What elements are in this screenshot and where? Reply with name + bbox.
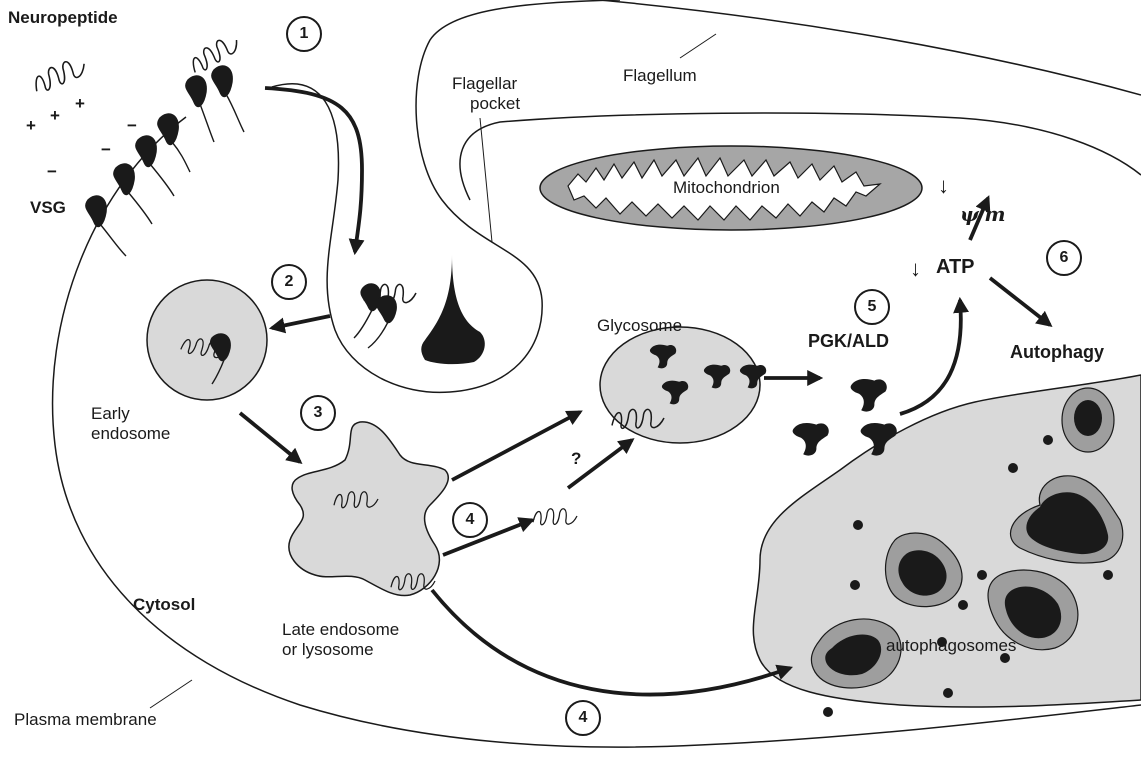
step-6: 6 [1046, 240, 1082, 276]
early-endosome-label-line1: Early [91, 404, 130, 424]
neuropeptide-coil-bound [187, 33, 241, 75]
step-3: 3 [300, 395, 336, 431]
cytosol-label: Cytosol [133, 595, 195, 615]
neuropeptide-coil-free-2 [533, 509, 577, 525]
psi-down-arrow: ↓ [938, 176, 949, 196]
flagellar-pocket-label-line1: Flagellar [452, 74, 517, 94]
late-endosome [289, 422, 448, 596]
early-endosome [147, 280, 267, 400]
arrow-late-to-glycosome [452, 412, 580, 480]
atp-label: ATP [936, 257, 975, 277]
psi-m-subscript: m [984, 202, 1005, 226]
arrow-atp-to-autophagy [990, 278, 1050, 325]
neuropeptide-label: Neuropeptide [8, 8, 118, 28]
late-endosome-label-line1: Late endosome [282, 620, 399, 640]
flagellar-pocket-label-line2: pocket [470, 94, 520, 114]
psi-symbol: ψ [960, 202, 979, 226]
glycosome-label: Glycosome [597, 316, 682, 336]
atp-down-arrow: ↓ [910, 259, 921, 279]
step-4b: 4 [565, 700, 601, 736]
autophagy-label: Autophagy [1010, 342, 1104, 362]
step-5: 5 [854, 289, 890, 325]
flagellum-label: Flagellum [623, 66, 697, 86]
flagellum-leader [680, 34, 716, 58]
autophagosomes-label: autophagosomes [886, 636, 1016, 656]
arrow-late-to-autophagosomes [432, 590, 790, 694]
step-2: 2 [271, 264, 307, 300]
early-endosome-label-line2: endosome [91, 424, 170, 444]
charge-minus-1: − [127, 116, 137, 136]
arrow-pgk-to-atp [900, 300, 961, 414]
basal-body [421, 255, 485, 364]
arrow-pocket-to-early [272, 316, 330, 328]
charge-plus-2: + [50, 106, 60, 126]
mitochondrion-label: Mitochondrion [673, 178, 780, 198]
step-4a: 4 [452, 502, 488, 538]
enzyme-released-1 [851, 379, 887, 412]
plasma-membrane-leader [150, 680, 192, 708]
enzyme-released-2 [793, 423, 829, 456]
charge-plus-3: + [75, 94, 85, 114]
vsg-label: VSG [30, 198, 66, 218]
step-1: 1 [286, 16, 322, 52]
arrow-binding-to-pocket [265, 88, 362, 252]
neuropeptide-coil-free [31, 56, 89, 95]
unknown-path-label: ? [571, 449, 581, 469]
flagellar-pocket-leader [480, 118, 492, 242]
charge-minus-2: − [101, 140, 111, 160]
charge-minus-3: − [47, 162, 57, 182]
psi-m-label: ψ m [960, 204, 1006, 225]
charge-plus-1: + [26, 116, 36, 136]
late-endosome-label-line2: or lysosome [282, 640, 374, 660]
pgk-ald-label: PGK/ALD [808, 331, 889, 351]
plasma-membrane-label: Plasma membrane [14, 710, 157, 730]
arrow-early-to-late [240, 413, 300, 462]
